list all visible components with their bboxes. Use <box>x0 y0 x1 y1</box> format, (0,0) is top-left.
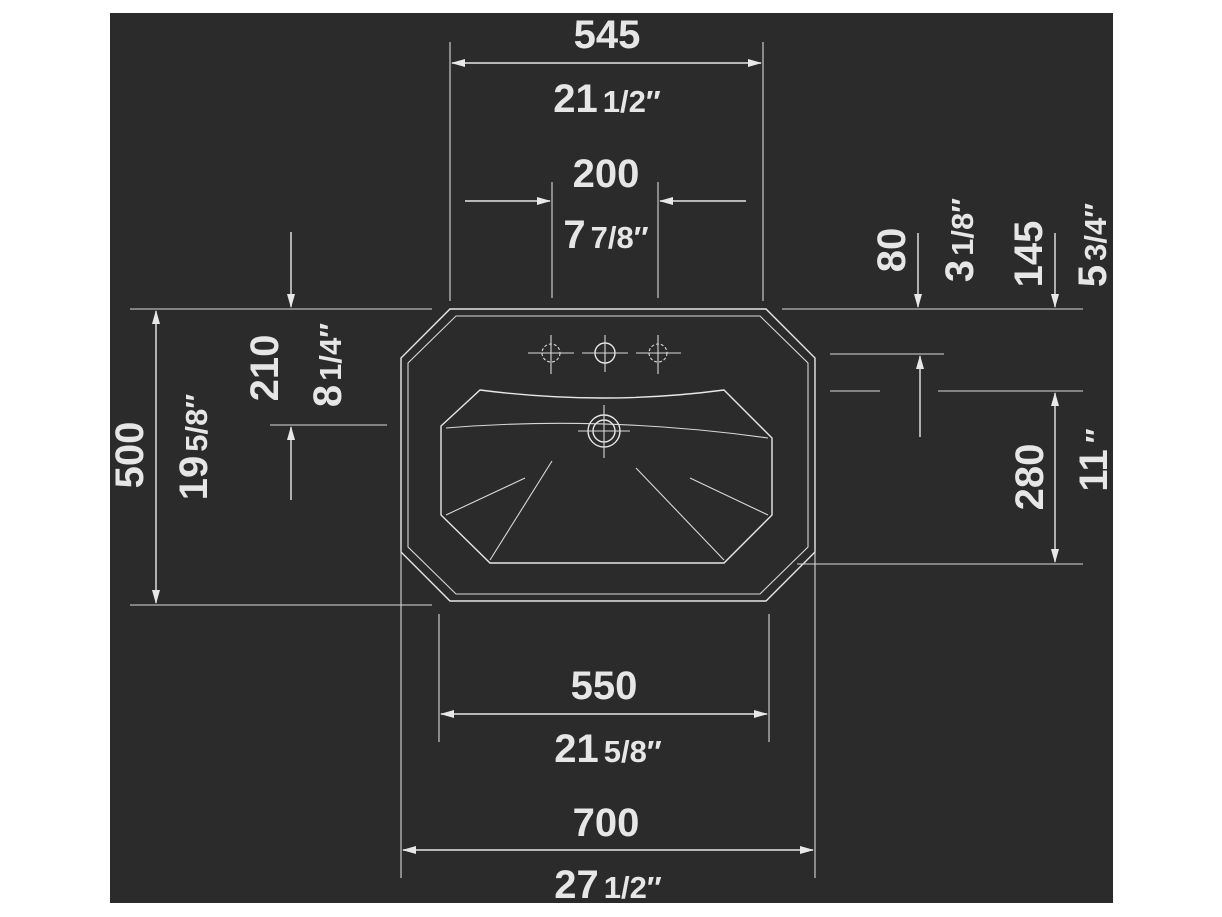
extension-lines <box>130 42 1083 878</box>
dim-280-mm: 280 <box>1008 444 1052 511</box>
dim-200-mm: 200 <box>573 152 640 196</box>
dim-145-inch: 53/4″ <box>1071 203 1115 287</box>
basin-outline <box>400 308 816 602</box>
dim-500-inch: 195/8″ <box>172 394 216 501</box>
dim-550-mm: 550 <box>571 664 638 708</box>
dimension-arrows <box>152 59 1059 854</box>
dim-80-mm: 80 <box>870 228 914 273</box>
dim-500-mm: 500 <box>108 422 152 489</box>
dim-280-inch: 11″ <box>1072 428 1116 491</box>
dim-80-inch: 31/8″ <box>938 198 982 282</box>
dim-700-mm: 700 <box>573 801 640 845</box>
dim-210-inch: 81/4″ <box>306 323 350 407</box>
tap-hole-center-icon <box>582 335 628 372</box>
dim-145-mm: 145 <box>1007 221 1051 288</box>
dim-545-mm: 545 <box>574 13 641 57</box>
drain-icon <box>578 405 630 458</box>
tap-hole-right-icon <box>636 335 681 374</box>
drawing-background <box>110 13 1113 903</box>
dim-210-mm: 210 <box>243 335 287 402</box>
basin-bowl <box>440 389 773 564</box>
tap-hole-left-icon <box>528 335 574 374</box>
